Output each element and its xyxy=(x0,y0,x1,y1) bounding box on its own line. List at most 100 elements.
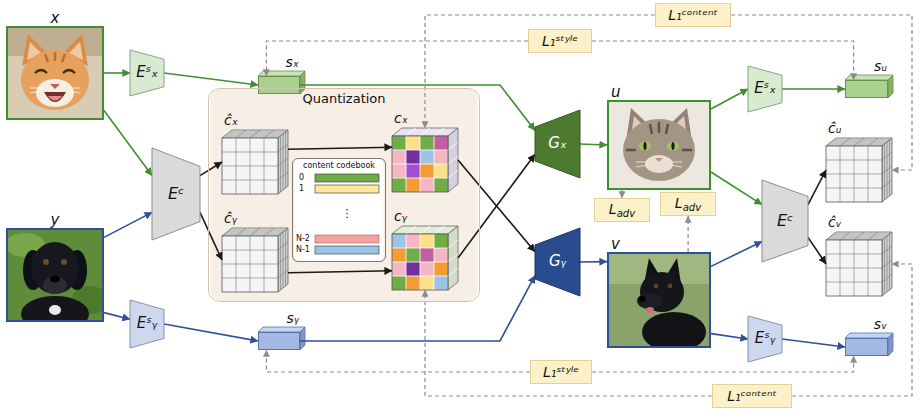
math-label: Gₓ xyxy=(548,135,566,152)
image-frame: u xyxy=(607,100,711,190)
data-flow-arrow xyxy=(164,73,258,85)
codebook-entries xyxy=(315,185,379,193)
math-label: x xyxy=(51,10,60,27)
text-holder: x xyxy=(0,8,132,27)
cat-photo xyxy=(35,70,75,73)
data-flow-arrow xyxy=(200,212,222,260)
encoder-block: Eˢᵧ xyxy=(130,300,164,348)
dog-photo xyxy=(637,293,663,309)
quantized-cube xyxy=(392,128,458,192)
loss-link xyxy=(792,264,912,396)
math-label: sᵥ xyxy=(874,316,887,332)
codebook-entries xyxy=(315,235,379,243)
dog-photo xyxy=(61,259,67,265)
text-holder: ĉₓ xyxy=(224,110,238,129)
block-shape xyxy=(152,148,200,240)
data-flow-arrow xyxy=(782,88,845,90)
label-holder: N-1 xyxy=(296,246,310,254)
text-holder: ĉᵥ xyxy=(828,212,842,231)
style-code-depth xyxy=(888,75,893,98)
data-flow-arrow xyxy=(200,162,222,176)
image-frame: x xyxy=(6,26,104,120)
dog-photo xyxy=(646,307,654,313)
panel-title: content codebook xyxy=(293,161,385,170)
math-label: ĉₓ xyxy=(224,112,238,128)
data-flow-arrow xyxy=(300,276,535,341)
cat-photo xyxy=(667,142,679,151)
block-shape xyxy=(130,300,164,348)
loss-link xyxy=(425,15,655,128)
block-shape xyxy=(748,66,782,112)
style-code: sᵧ xyxy=(258,332,300,350)
encoder-block: Eᶜ xyxy=(762,180,808,262)
data-flow-arrow xyxy=(164,324,258,341)
math-label: ĉᵤ xyxy=(828,120,841,136)
text-holder: sᵤ xyxy=(874,56,887,75)
cat-photo xyxy=(48,96,62,101)
loss-link xyxy=(266,350,530,372)
math-label: sₓ xyxy=(285,54,299,70)
block-shape xyxy=(762,180,808,262)
cat-photo xyxy=(645,155,673,173)
text-holder: cᵧ xyxy=(394,206,407,225)
data-flow-arrow xyxy=(104,212,152,237)
loss-box: L₁ˢᵗʸˡᵉ xyxy=(530,360,592,384)
codebook-entries xyxy=(315,174,379,254)
generator-block: Gₓ xyxy=(535,110,580,178)
text-holder: ĉᵧ xyxy=(224,208,237,227)
dog-photo xyxy=(8,230,102,320)
content-feature-grid: ĉᵧ xyxy=(222,228,288,292)
loss-link xyxy=(266,41,528,76)
math-label: Eˢₓ xyxy=(754,80,776,97)
data-flow-arrow xyxy=(711,172,762,205)
quantized-cube xyxy=(392,226,458,290)
codebook-ground xyxy=(295,159,384,262)
encoder-block: Eˢₓ xyxy=(130,50,164,96)
panel-ground xyxy=(211,89,478,302)
quantized-grid: cₓ xyxy=(392,128,458,192)
text-part: L xyxy=(609,201,617,217)
codebook-entries xyxy=(315,246,379,254)
content-feature-grid: ĉᵥ xyxy=(826,232,892,296)
cat-photo xyxy=(30,88,80,93)
dog-photo xyxy=(43,276,67,294)
cat-photo xyxy=(671,142,674,150)
content-feature-grid: ĉₓ xyxy=(222,130,288,194)
cat-photo xyxy=(21,50,89,110)
data-flow-arrow xyxy=(288,271,392,273)
cat-photo xyxy=(45,52,65,62)
style-code-depth xyxy=(300,327,305,350)
dog-photo xyxy=(654,284,659,289)
cat-photo xyxy=(8,28,102,118)
math-label: u xyxy=(611,84,621,101)
dog-photo xyxy=(43,259,49,265)
dog-photo xyxy=(49,305,61,315)
codebook-index: N-1 xyxy=(296,246,310,254)
style-code: sᵤ xyxy=(845,80,888,98)
text-holder: content codebook xyxy=(293,161,385,170)
cat-photo xyxy=(8,28,102,118)
block-shape xyxy=(748,316,782,362)
cat-photo xyxy=(626,122,692,150)
panel-title: Quantization xyxy=(209,92,479,107)
quantized-grid: cᵧ xyxy=(392,226,458,290)
cat-photo xyxy=(44,92,66,102)
math-label: Eᶜ xyxy=(777,212,793,230)
image-frame: v xyxy=(607,252,711,348)
dog-photo xyxy=(50,276,60,283)
text-holder: cₓ xyxy=(394,108,408,127)
content-cube xyxy=(826,232,892,296)
dog-photo xyxy=(642,312,706,346)
data-flow-arrow xyxy=(808,170,826,205)
loss-link xyxy=(425,290,712,396)
cat-photo xyxy=(50,84,60,89)
text-holder: sᵥ xyxy=(874,314,887,333)
dog-photo xyxy=(609,254,709,346)
generator-block: Gᵧ xyxy=(535,228,580,296)
loss-link xyxy=(688,216,689,252)
text-holder: y xyxy=(0,210,132,229)
text-holder: ĉᵤ xyxy=(828,118,841,137)
math-label: Eˢₓ xyxy=(136,64,158,81)
